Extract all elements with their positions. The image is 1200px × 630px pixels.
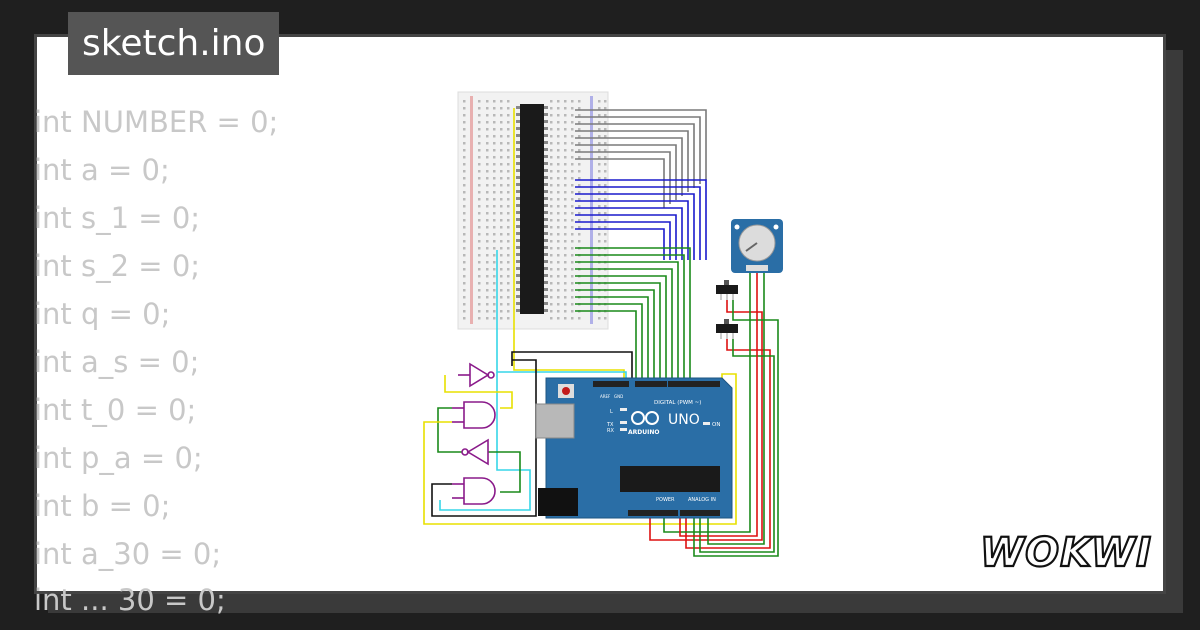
wire (431, 359, 537, 517)
wire (707, 271, 765, 545)
wire (575, 193, 695, 260)
analog-label: ANALOG IN (688, 497, 716, 503)
wire (575, 214, 677, 260)
wire (685, 339, 771, 549)
wire (513, 108, 625, 384)
gnd-label: GND (614, 394, 623, 399)
wire (575, 179, 707, 260)
and-gate-icon[interactable] (452, 401, 496, 429)
wire (444, 375, 513, 409)
slide-switch[interactable] (716, 280, 738, 300)
on-label: ON (712, 422, 720, 428)
wire (423, 373, 737, 525)
wire (575, 158, 665, 208)
wire (575, 123, 695, 188)
tx-label: TX (606, 422, 614, 428)
code-preview: int NUMBER = 0; int a = 0; int s_1 = 0; … (34, 70, 394, 617)
logic-gates (452, 362, 496, 505)
wire (575, 207, 683, 260)
wire (575, 228, 665, 260)
wire (575, 247, 691, 384)
wire (439, 372, 531, 511)
wokwi-logo-text: WOKWI (980, 530, 1152, 576)
wokwi-logo[interactable]: WOKWI (978, 522, 1152, 578)
not-gate-icon[interactable] (461, 438, 489, 466)
wire (575, 144, 677, 200)
wire (693, 300, 779, 557)
arduino-uno-board[interactable]: UNO ARDUINO DIGITAL (PWM ~) POWER ANALOG… (535, 377, 733, 519)
wire (575, 303, 643, 384)
wire (575, 289, 655, 384)
and-gate-icon[interactable] (452, 477, 496, 505)
digital-label: DIGITAL (PWM ~) (654, 400, 701, 406)
code-line: int NUMBER = 0; (34, 105, 279, 139)
wire (575, 200, 689, 260)
code-line: int a_30 = 0; (34, 537, 222, 571)
l-led-label: L (610, 409, 613, 415)
code-line: int s_1 = 0; (34, 201, 201, 235)
wire (663, 271, 751, 533)
power-label: POWER (656, 497, 675, 503)
wire (649, 300, 763, 541)
wire (575, 261, 679, 384)
wire (575, 186, 701, 260)
board-brand-label: ARDUINO (628, 429, 659, 436)
wire (575, 282, 661, 384)
code-line: int ... 30 = 0; (34, 583, 226, 617)
code-line: int a = 0; (34, 153, 170, 187)
board-model-label: UNO (668, 412, 700, 428)
slide-switch[interactable] (716, 319, 738, 339)
potentiometer[interactable] (731, 219, 783, 273)
wire (575, 109, 707, 180)
code-line: int b = 0; (34, 489, 171, 523)
wire (575, 137, 683, 196)
wire (575, 116, 701, 184)
not-gate-icon[interactable] (458, 362, 495, 388)
filename-tab[interactable]: sketch.ino (68, 12, 280, 75)
aref-label: AREF (600, 394, 611, 399)
wire (575, 296, 649, 384)
code-line: int t_0 = 0; (34, 393, 197, 427)
wire (511, 351, 633, 384)
wire (575, 130, 689, 192)
wire (575, 268, 673, 384)
arduino-logo-icon (631, 411, 659, 425)
code-line: int p_a = 0; (34, 441, 203, 475)
wire (679, 271, 758, 537)
wire (437, 407, 462, 453)
wire (575, 275, 667, 384)
wire (575, 310, 637, 384)
wire (699, 339, 775, 553)
wire (575, 254, 685, 384)
code-line: int q = 0; (34, 297, 171, 331)
rx-label: RX (607, 428, 614, 434)
code-line: int a_s = 0; (34, 345, 200, 379)
code-line: int s_2 = 0; (34, 249, 201, 283)
wire (488, 451, 521, 493)
wires (423, 108, 779, 557)
ic-chip (516, 104, 548, 314)
